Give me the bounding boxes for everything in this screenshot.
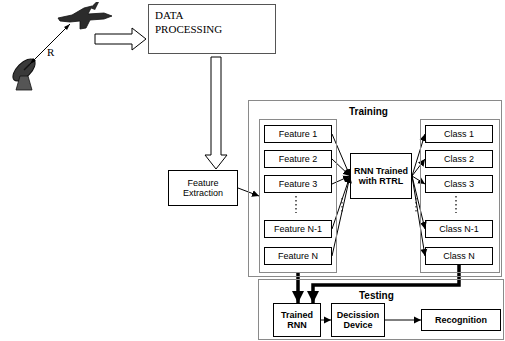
box-label: Decission Device [335, 310, 381, 331]
connector-arrow [313, 265, 459, 303]
feature-box: Feature 1 [264, 125, 332, 143]
box-label: Feature 1 [279, 129, 318, 139]
connector-arrow [412, 176, 425, 229]
connector-arrow [332, 176, 350, 256]
ellipsis-dots [455, 196, 456, 213]
output-box: Recognition [421, 309, 501, 331]
box-label: Feature Extraction [172, 178, 234, 199]
class-box: Class N-1 [425, 220, 493, 238]
jet-aircraft [58, 6, 112, 29]
hollow-arrow [95, 28, 146, 50]
class-box: Class 3 [425, 175, 493, 193]
class-box: Class N [425, 247, 493, 265]
class-box: Class 1 [425, 125, 493, 143]
range-arrowhead [30, 58, 36, 64]
range-line [30, 24, 70, 64]
network-box: RNN Trained with RTRL [350, 153, 412, 199]
box-label: Feature N [278, 251, 318, 261]
range-label: R [47, 46, 54, 58]
connector-arrow [412, 134, 425, 176]
process-box: DATA PROCESSING [148, 4, 276, 54]
feature-box: Feature 3 [264, 175, 332, 193]
range-arrowhead [64, 24, 70, 30]
box-label: Class 1 [444, 129, 474, 139]
box-label: Class 3 [444, 179, 474, 189]
connector-arrow [412, 176, 425, 256]
connector-arrow [296, 273, 300, 303]
radar-feed [24, 64, 30, 70]
box-label: Recognition [435, 315, 487, 325]
connector-arrow [321, 320, 331, 321]
decision-box: Decission Device [331, 303, 385, 337]
class-box: Class 2 [425, 150, 493, 168]
class-column: Class 1 Class 2 Class 3 Class N-1Class N [420, 119, 500, 273]
feature-box: Feature 2 [264, 150, 332, 168]
training-panel: TrainingFeature 1Feature 2Feature 3Featu… [248, 100, 502, 277]
radar-stand [16, 76, 32, 90]
network-box: Trained RNN [273, 303, 321, 337]
connector-arrow [332, 176, 350, 229]
testing-panel: TestingTrained RNN Decission Device Recogn… [258, 279, 504, 340]
box-label: Feature 2 [279, 154, 318, 164]
connector-arrow [385, 320, 421, 321]
box-label: DATA PROCESSING [155, 9, 245, 37]
box-label: Class 2 [444, 154, 474, 164]
jet-tail [90, 2, 99, 10]
feature-box: Feature N [264, 247, 332, 265]
process-box: Feature Extraction [168, 170, 238, 206]
feature-column: Feature 1 Feature 2 Feature 3 Feature N-1Fe… [259, 119, 337, 273]
box-label: Feature N-1 [274, 224, 322, 234]
box-label: Trained RNN [277, 310, 317, 331]
box-label: RNN Trained with RTRL [354, 166, 408, 187]
connector-arrow [205, 57, 227, 169]
panel-title: Training [349, 106, 388, 117]
connector-arrow [332, 159, 350, 176]
box-label: Class N [443, 251, 475, 261]
box-label: Feature 3 [279, 179, 318, 189]
box-label: Class N-1 [439, 224, 479, 234]
ellipsis-dots [295, 196, 296, 213]
connector-arrow [332, 134, 350, 176]
feature-box: Feature N-1 [264, 220, 332, 238]
connector-arrow [412, 159, 425, 176]
panel-title: Testing [359, 290, 394, 301]
